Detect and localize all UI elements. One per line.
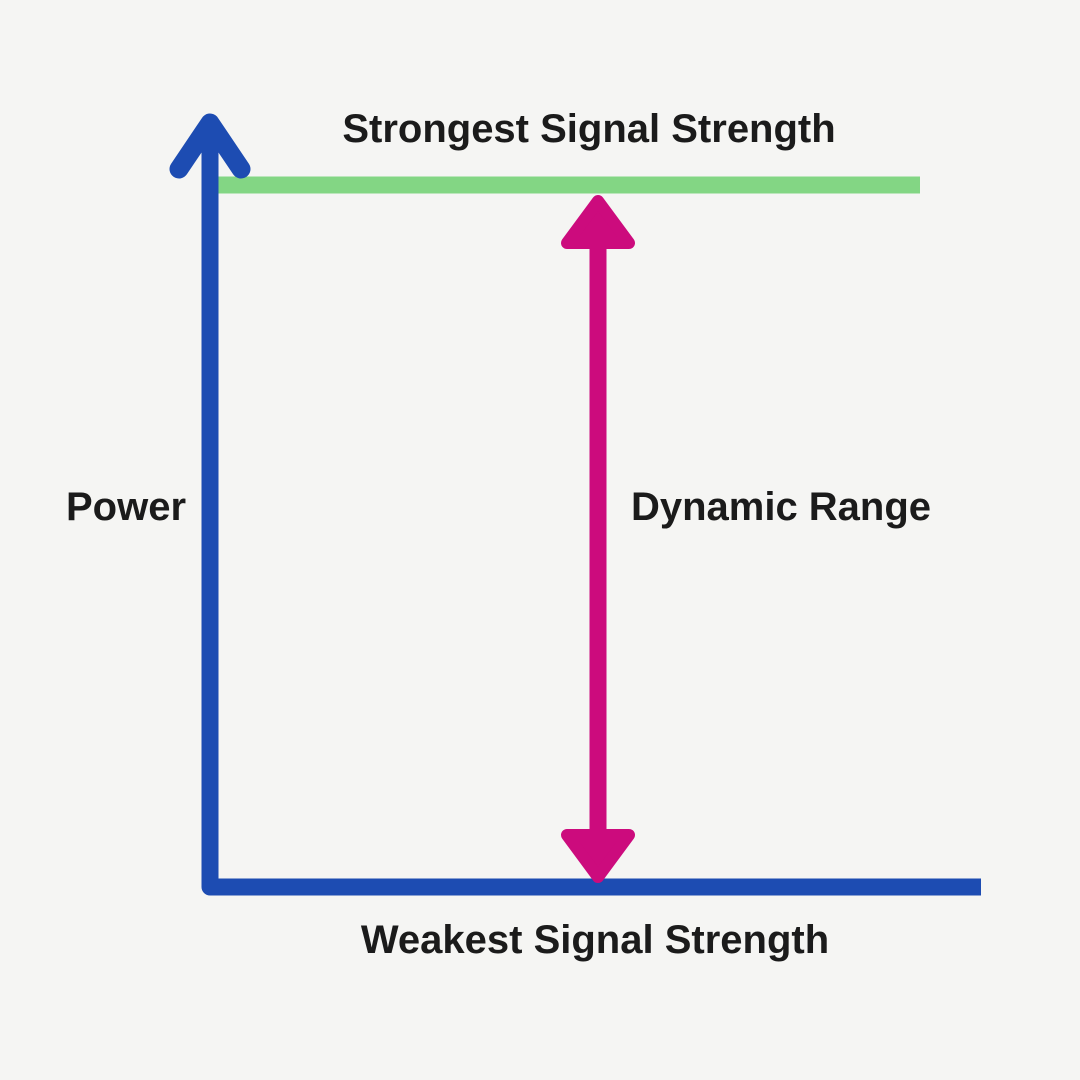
dynamic-range-label: Dynamic Range — [630, 485, 932, 529]
weakest-signal-label: Weakest Signal Strength — [360, 918, 830, 962]
power-axis-line — [201, 140, 981, 896]
dynamic-range-down-arrowhead-icon — [561, 829, 635, 883]
dynamic-range-up-arrowhead-icon — [561, 195, 635, 249]
power-axis-label: Power — [65, 485, 187, 529]
strongest-signal-label: Strongest Signal Strength — [342, 107, 836, 151]
axis-up-arrowhead-icon — [169, 113, 251, 179]
